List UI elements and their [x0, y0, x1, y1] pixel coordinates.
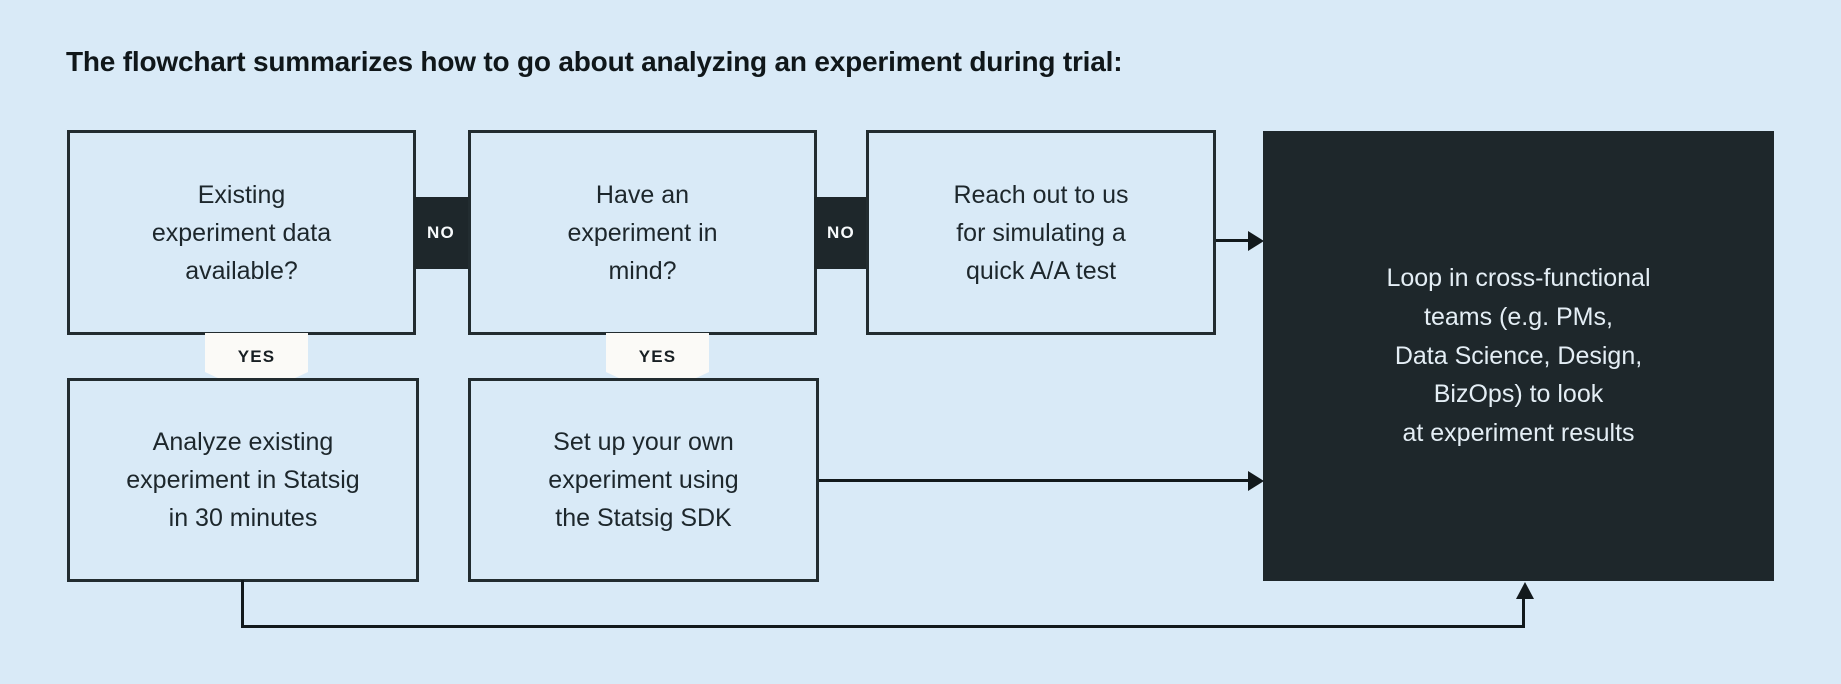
- node-existing-experiment-data[interactable]: Existing experiment data available?: [67, 130, 416, 335]
- node-text: Analyze existing experiment in Statsig i…: [126, 423, 359, 537]
- page-title: The flowchart summarizes how to go about…: [66, 46, 1123, 77]
- node-text: Have an experiment in mind?: [567, 176, 717, 290]
- node-line-1: Loop in cross-functional: [1386, 264, 1651, 293]
- badge-no-label: NO: [827, 223, 855, 242]
- node-line-2: for simulating a: [956, 218, 1126, 247]
- node-line-2: experiment in: [567, 218, 718, 247]
- connector-analyze-drop-line: [241, 580, 244, 628]
- connector-analyze-to-loop-arrow: [1516, 582, 1534, 599]
- node-text: Existing experiment data available?: [152, 176, 331, 290]
- node-line-1: Reach out to us: [953, 180, 1129, 209]
- connector-reachout-to-loop-line: [1216, 239, 1260, 242]
- node-have-experiment-in-mind[interactable]: Have an experiment in mind?: [468, 130, 817, 335]
- node-line-5: at experiment results: [1402, 419, 1635, 448]
- node-text: Set up your own experiment using the Sta…: [548, 423, 738, 537]
- node-line-3: quick A/A test: [965, 256, 1117, 285]
- badge-yes-label: YES: [237, 347, 276, 366]
- connector-analyze-rise-line: [1522, 598, 1525, 628]
- node-text: Reach out to us for simulating a quick A…: [953, 176, 1128, 290]
- node-line-1: Set up your own: [553, 428, 734, 456]
- node-reach-out-to-us[interactable]: Reach out to us for simulating a quick A…: [866, 130, 1216, 335]
- connector-analyze-bottom-line: [241, 625, 1525, 628]
- node-line-1: Have an: [595, 180, 690, 209]
- node-line-2: experiment data: [151, 218, 332, 247]
- node-line-3: in 30 minutes: [168, 504, 318, 532]
- node-line-4: BizOps) to look: [1433, 380, 1604, 409]
- node-line-3: available?: [185, 256, 298, 285]
- connector-setup-to-loop-arrow: [1248, 471, 1264, 491]
- node-line-2: teams (e.g. PMs,: [1424, 302, 1613, 331]
- connector-reachout-to-loop-arrow: [1248, 231, 1264, 251]
- node-line-2: experiment using: [548, 466, 739, 494]
- node-line-3: Data Science, Design,: [1394, 341, 1643, 370]
- badge-no-label: NO: [427, 223, 455, 242]
- node-line-2: experiment in Statsig: [126, 466, 360, 494]
- badge-yes-label: YES: [638, 347, 677, 366]
- node-line-1: Analyze existing: [152, 428, 334, 456]
- node-set-up-your-own-experiment[interactable]: Set up your own experiment using the Sta…: [468, 378, 819, 582]
- node-line-1: Existing: [197, 180, 286, 209]
- node-line-3: mind?: [608, 256, 677, 285]
- node-line-3: the Statsig SDK: [555, 504, 732, 532]
- node-loop-in-cross-functional-teams[interactable]: Loop in cross-functional teams (e.g. PMs…: [1263, 131, 1774, 581]
- connector-setup-to-loop-line: [819, 479, 1260, 482]
- node-analyze-existing-experiment[interactable]: Analyze existing experiment in Statsig i…: [67, 378, 419, 582]
- node-text: Loop in cross-functional teams (e.g. PMs…: [1386, 259, 1650, 453]
